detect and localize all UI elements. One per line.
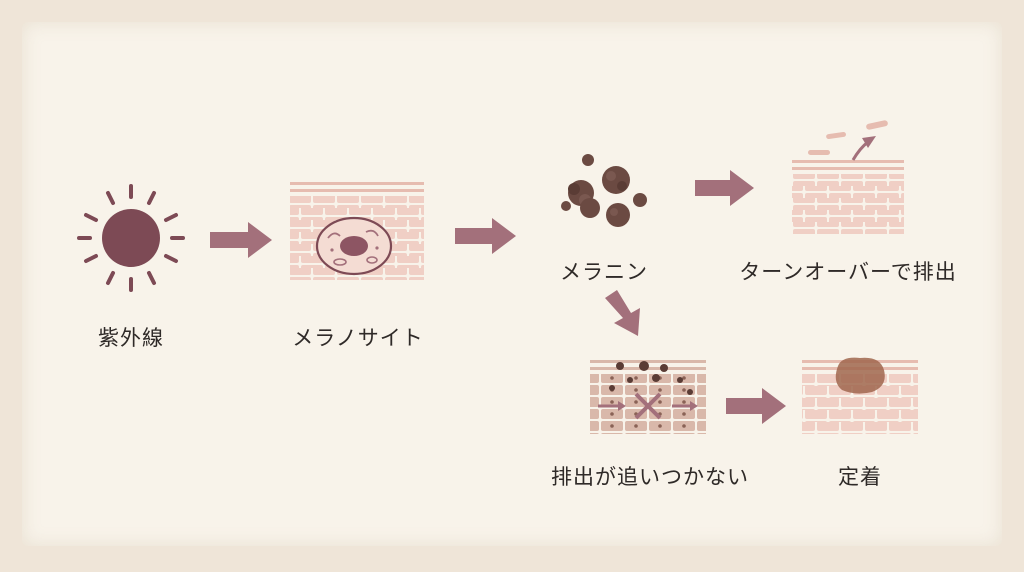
label-turnover: ターンオーバーで排出 bbox=[739, 260, 957, 284]
arrow-uv-to-melanocyte bbox=[210, 222, 272, 258]
label-melanocyte: メラノサイト bbox=[292, 326, 424, 350]
label-melanin: メラニン bbox=[560, 260, 648, 284]
label-fixation: 定着 bbox=[838, 465, 882, 489]
melanocyte-cell-icon bbox=[290, 182, 424, 280]
diagram-frame bbox=[22, 22, 1002, 546]
skin-shedding-icon bbox=[792, 120, 904, 234]
arrow-melanin-to-turnover bbox=[695, 170, 754, 206]
blocked-skin-icon bbox=[590, 360, 706, 434]
arrow-melanin-to-backlog bbox=[605, 290, 640, 336]
label-backlog: 排出が追いつかない bbox=[551, 465, 749, 489]
arrow-backlog-to-fixation bbox=[726, 388, 786, 424]
label-uv: 紫外線 bbox=[98, 326, 164, 350]
arrow-melanocyte-to-melanin bbox=[455, 218, 516, 254]
sun-icon bbox=[77, 184, 185, 292]
melanin-granules-icon bbox=[561, 154, 647, 227]
arrows bbox=[210, 170, 786, 424]
pigment-spot-icon bbox=[802, 357, 918, 434]
